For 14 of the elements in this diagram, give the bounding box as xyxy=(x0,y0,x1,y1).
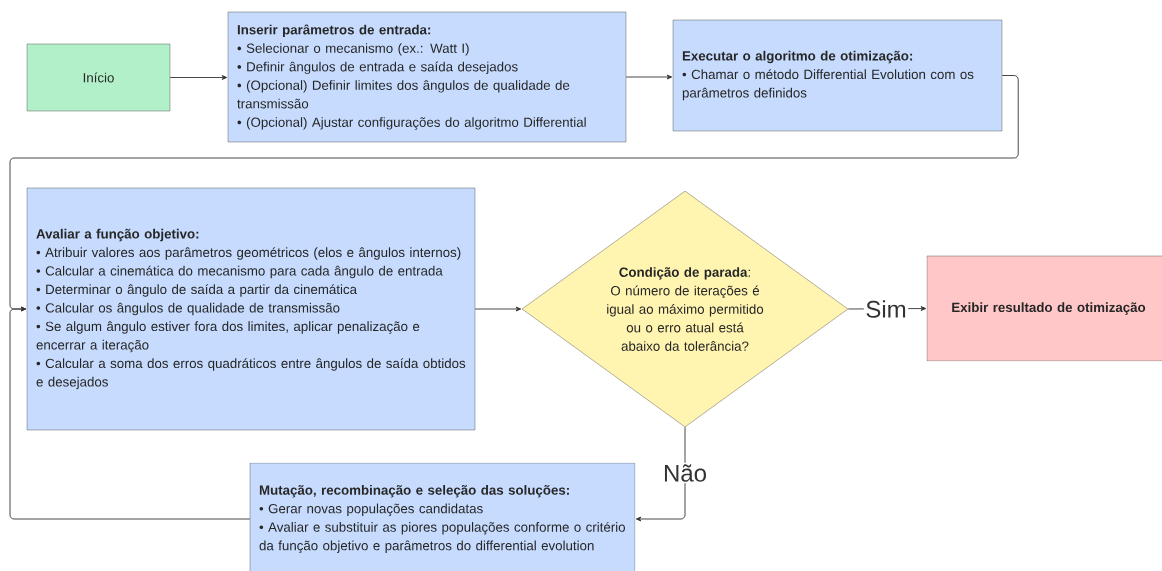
process-box: Inserir parâmetros de entrada: • Selecionar o mecanismo (ex.: Watt I) • Definir ângulos de entrada e saída desejados • (Opcional) Definir limites dos ângulos de qualidade de transmissão • (Opcional) Ajustar configurações do algoritmo Differential xyxy=(227,11,627,143)
process-box: Mutação, recombinação e seleção das soluções: • Gerar novas populações candidatas • Avaliar e substituir as piores populações conforme o critério da função objetivo e parâmetros do differential evolution xyxy=(249,462,636,571)
process-box: Executar o algoritmo de otimização: • Chamar o método Differential Evolution com os parâmetros definidos xyxy=(672,19,1003,132)
edge-label: Sim xyxy=(863,298,909,320)
end-box: Exibir resultado de otimização xyxy=(926,255,1162,362)
arrow xyxy=(9,75,1019,312)
process-box: Avaliar a função objetivo: • Atribuir valores aos parâmetros geométricos (elos e ângulos internos) • Calcular a cinemática do mecanismo para cada ângulo de entrada • Determinar o ângulo de saída a partir da cinemática • Calcular os ângulos de qualidade de transmissão • Se algum ângulo estiver fora dos limites, aplicar penalização e encerrar a iteração • Calcular a soma dos erros quadráticos entre ângulos de saída obtidos e desejados xyxy=(26,187,476,431)
arrow xyxy=(9,306,251,520)
edge-label: Não xyxy=(661,462,709,484)
start-box: Início xyxy=(26,43,171,112)
arrow xyxy=(474,306,522,312)
arrow xyxy=(625,74,673,80)
arrow xyxy=(635,426,686,522)
arrow xyxy=(169,75,228,80)
